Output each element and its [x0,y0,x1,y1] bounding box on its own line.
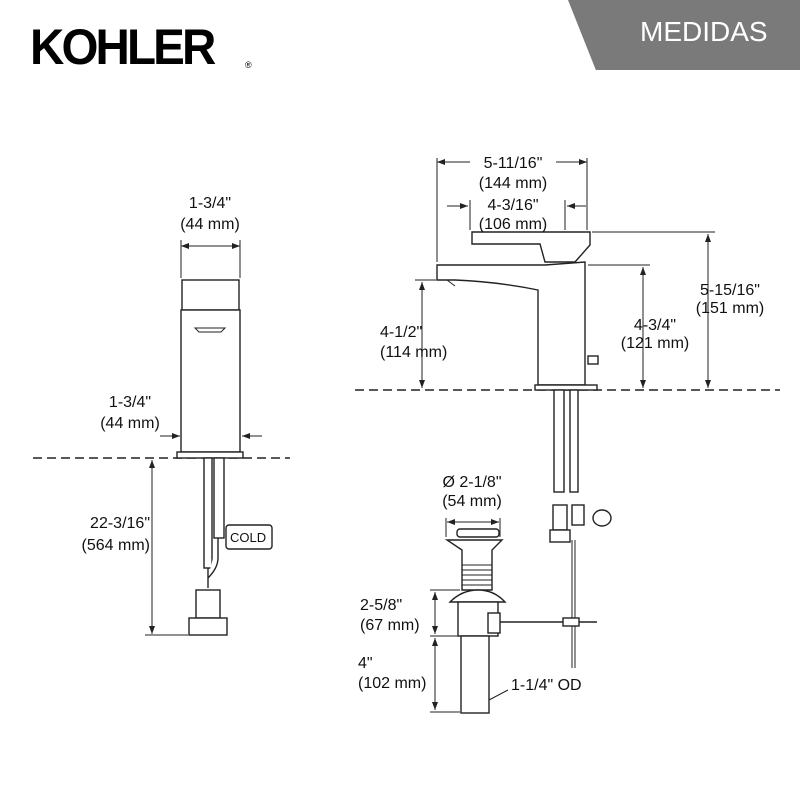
cold-label: COLD [230,530,266,545]
drain-cap [456,528,500,538]
hose-connector [552,504,568,531]
clevis-strap [571,540,576,668]
registered-mark: ® [245,60,252,70]
tailpiece-length-in: 4" [358,655,373,672]
cold-tag [225,524,273,550]
tailpiece [460,635,490,714]
body-height-in: 4-3/4" [634,317,676,334]
rod-clip [562,617,580,627]
kohler-logo: KOHLER [30,19,216,75]
drain-upper-mm: (67 mm) [360,617,420,634]
medidas-banner: MEDIDAS [568,0,800,70]
base-plate [176,451,244,459]
hose-fitting [195,589,221,619]
supply-hose-2 [213,457,225,539]
front-view-faucet: COLD 1-3/4" (44 mm) 1-3/4" (44 mm) 22-3/… [33,195,290,636]
tailpiece-length-mm: (102 mm) [358,675,426,692]
supply-line [553,389,565,493]
clevis [571,504,585,526]
clevis-screw [592,509,612,527]
faucet-body [180,309,241,453]
base-width-in: 1-3/4" [109,394,151,411]
top-width-mm: (44 mm) [180,216,240,233]
top-width-in: 1-3/4" [189,195,231,212]
side-view-faucet: 5-11/16" (144 mm) 4-3/16" (106 mm) 5-15/… [355,155,780,714]
pop-up-rod [569,389,579,493]
tailpiece-od: 1-1/4" OD [511,677,582,694]
base [534,384,598,391]
spout-reach-in: 4-3/16" [487,197,538,214]
spout-height-in: 4-1/2" [380,324,422,341]
base-width-mm: (44 mm) [100,415,160,432]
hose-bend [207,538,219,588]
overall-depth-in: 5-11/16" [484,155,543,172]
drain-diameter-mm: (54 mm) [442,493,502,510]
drain-body-flange [448,589,507,603]
lever-handle [471,231,591,263]
handle [181,279,240,311]
spout-reach-mm: (106 mm) [479,216,547,233]
pivot-nut [487,612,501,634]
section-label: MEDIDAS [640,16,768,47]
spout-height-mm: (114 mm) [380,344,447,361]
supply-length-in: 22-3/16" [90,515,150,532]
pop-up-knob [587,355,599,365]
overall-height-mm: (151 mm) [696,300,764,317]
supply-hose [203,457,213,569]
hose-nut [188,617,228,636]
supply-length-mm: (564 mm) [82,537,150,554]
drain-upper-in: 2-5/8" [360,597,402,614]
overall-height-in: 5-15/16" [700,282,760,299]
body-height-mm: (121 mm) [621,335,689,352]
drain-diameter-in: Ø 2-1/8" [442,474,501,491]
aerator [193,327,227,333]
hose-nut-side [549,529,571,543]
overall-depth-mm: (144 mm) [479,175,547,192]
spout-body [436,261,586,386]
